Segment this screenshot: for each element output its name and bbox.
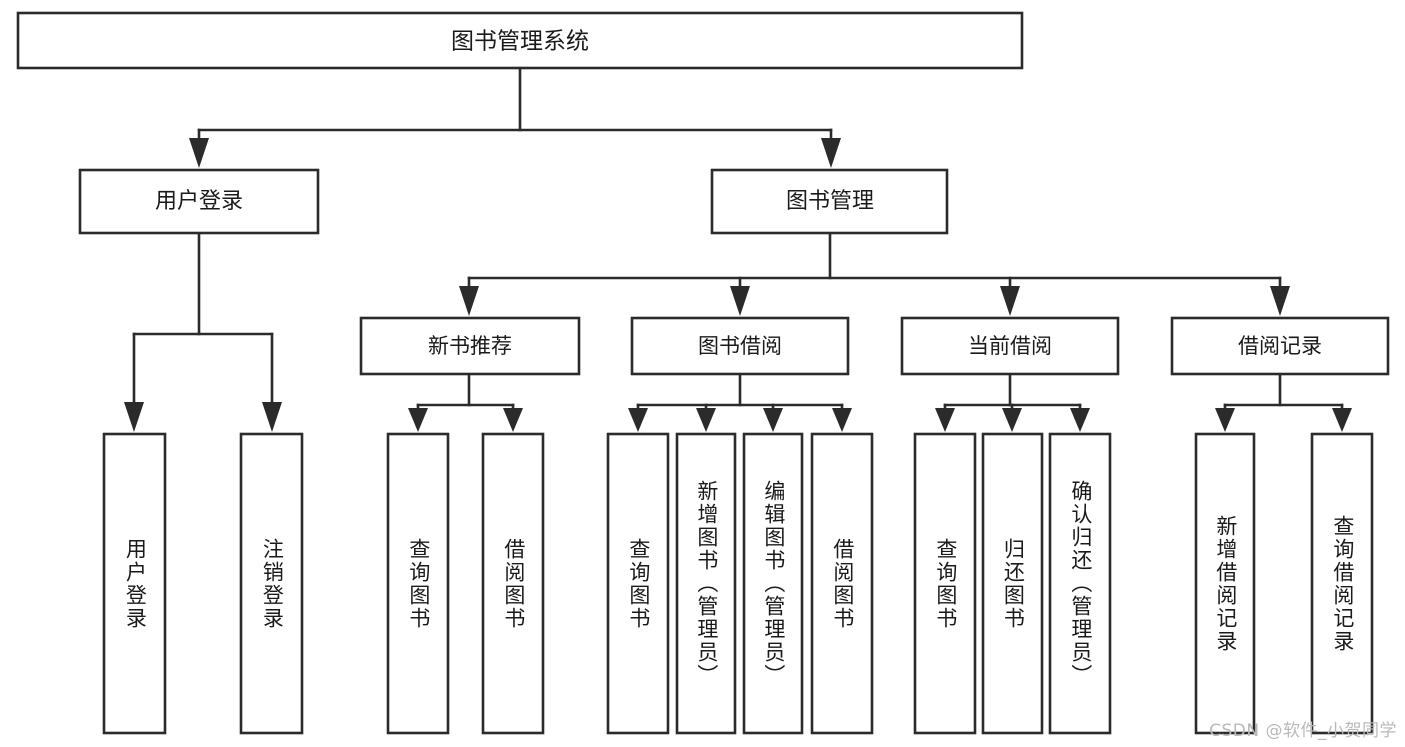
leaf-boxes (102, 432, 1374, 735)
node-leaf-add-record-box[interactable] (1194, 432, 1256, 735)
node-book-manage-box[interactable] (710, 168, 949, 235)
node-leaf-confirm-return-box[interactable] (1048, 432, 1112, 735)
arrow-head-user-login-leaf-1 (124, 402, 144, 432)
arrow-head-new-book-rec-leaf-1 (408, 408, 428, 432)
connector-group-user-login (124, 231, 282, 432)
node-current-borrow-label: 当前借阅 (968, 334, 1052, 358)
node-book-manage-label: 图书管理 (786, 189, 874, 214)
node-borrow-record-label: 借阅记录 (1238, 334, 1322, 358)
node-user-login-label: 用户登录 (155, 189, 243, 214)
node-leaf-edit-book-box[interactable] (742, 432, 804, 735)
node-new-book-rec-label: 新书推荐 (428, 334, 512, 358)
arrow-head-current-borrow-leaf-3 (1070, 408, 1090, 432)
node-root-title-label: 图书管理系统 (451, 29, 589, 55)
arrow-head-book-manage-borrow-record (1270, 286, 1290, 316)
connector-group-current-borrow (935, 372, 1090, 432)
arrow-head-root-book-manage (821, 138, 841, 168)
node-leaf-query-book-1-box[interactable] (386, 432, 450, 735)
node-current-borrow-box[interactable] (900, 316, 1120, 376)
node-leaf-user-login-box[interactable] (102, 432, 167, 735)
node-book-borrow-box[interactable] (630, 316, 850, 376)
arrow-head-book-manage-new-book-rec (459, 286, 479, 316)
arrow-head-book-borrow-leaf-2 (696, 408, 716, 432)
node-user-login-box[interactable] (78, 168, 320, 235)
node-book-borrow[interactable]: 图书借阅 (630, 316, 850, 376)
node-book-manage[interactable]: 图书管理 (710, 168, 949, 235)
node-new-book-rec-box[interactable] (359, 316, 581, 376)
node-book-borrow-label: 图书借阅 (698, 334, 782, 358)
node-leaf-add-book-box[interactable] (675, 432, 737, 735)
arrow-head-borrow-record-leaf-1 (1215, 408, 1235, 432)
arrow-head-book-borrow-leaf-1 (628, 408, 648, 432)
arrow-head-book-borrow-leaf-3 (763, 408, 783, 432)
node-root-title-box[interactable] (16, 11, 1024, 70)
node-leaf-borrow-book-2-box[interactable] (810, 432, 874, 735)
node-new-book-rec[interactable]: 新书推荐 (359, 316, 581, 376)
node-root-title[interactable]: 图书管理系统 (16, 11, 1024, 70)
arrow-head-current-borrow-leaf-2 (1002, 408, 1022, 432)
connector-group-new-book-rec (408, 372, 523, 432)
node-user-login[interactable]: 用户登录 (78, 168, 320, 235)
connector-group-book-borrow (628, 372, 852, 432)
node-borrow-record[interactable]: 借阅记录 (1170, 316, 1390, 376)
arrow-head-book-manage-book-borrow (730, 286, 750, 316)
node-leaf-query-book-2-box[interactable] (606, 432, 670, 735)
node-leaf-query-record-box[interactable] (1310, 432, 1374, 735)
node-leaf-logout-box[interactable] (239, 432, 304, 735)
arrow-head-book-manage-current-borrow (1000, 286, 1020, 316)
arrow-head-user-login-leaf-2 (262, 402, 282, 432)
arrow-head-borrow-record-leaf-2 (1332, 408, 1352, 432)
connector-group-borrow-record (1215, 372, 1352, 432)
arrow-head-new-book-rec-leaf-2 (503, 408, 523, 432)
connector-group-root (189, 66, 841, 168)
connector-group-book-manage (459, 231, 1290, 316)
arrow-head-current-borrow-leaf-1 (935, 408, 955, 432)
node-leaf-query-book-3-box[interactable] (913, 432, 977, 735)
node-leaf-return-book-box[interactable] (981, 432, 1044, 735)
watermark-text: CSDN @软件_小贺同学 (1209, 721, 1397, 741)
node-borrow-record-box[interactable] (1170, 316, 1390, 376)
arrow-head-book-borrow-leaf-4 (832, 408, 852, 432)
arrow-head-root-user-login (189, 138, 209, 168)
node-current-borrow[interactable]: 当前借阅 (900, 316, 1120, 376)
node-leaf-borrow-book-1-box[interactable] (481, 432, 545, 735)
